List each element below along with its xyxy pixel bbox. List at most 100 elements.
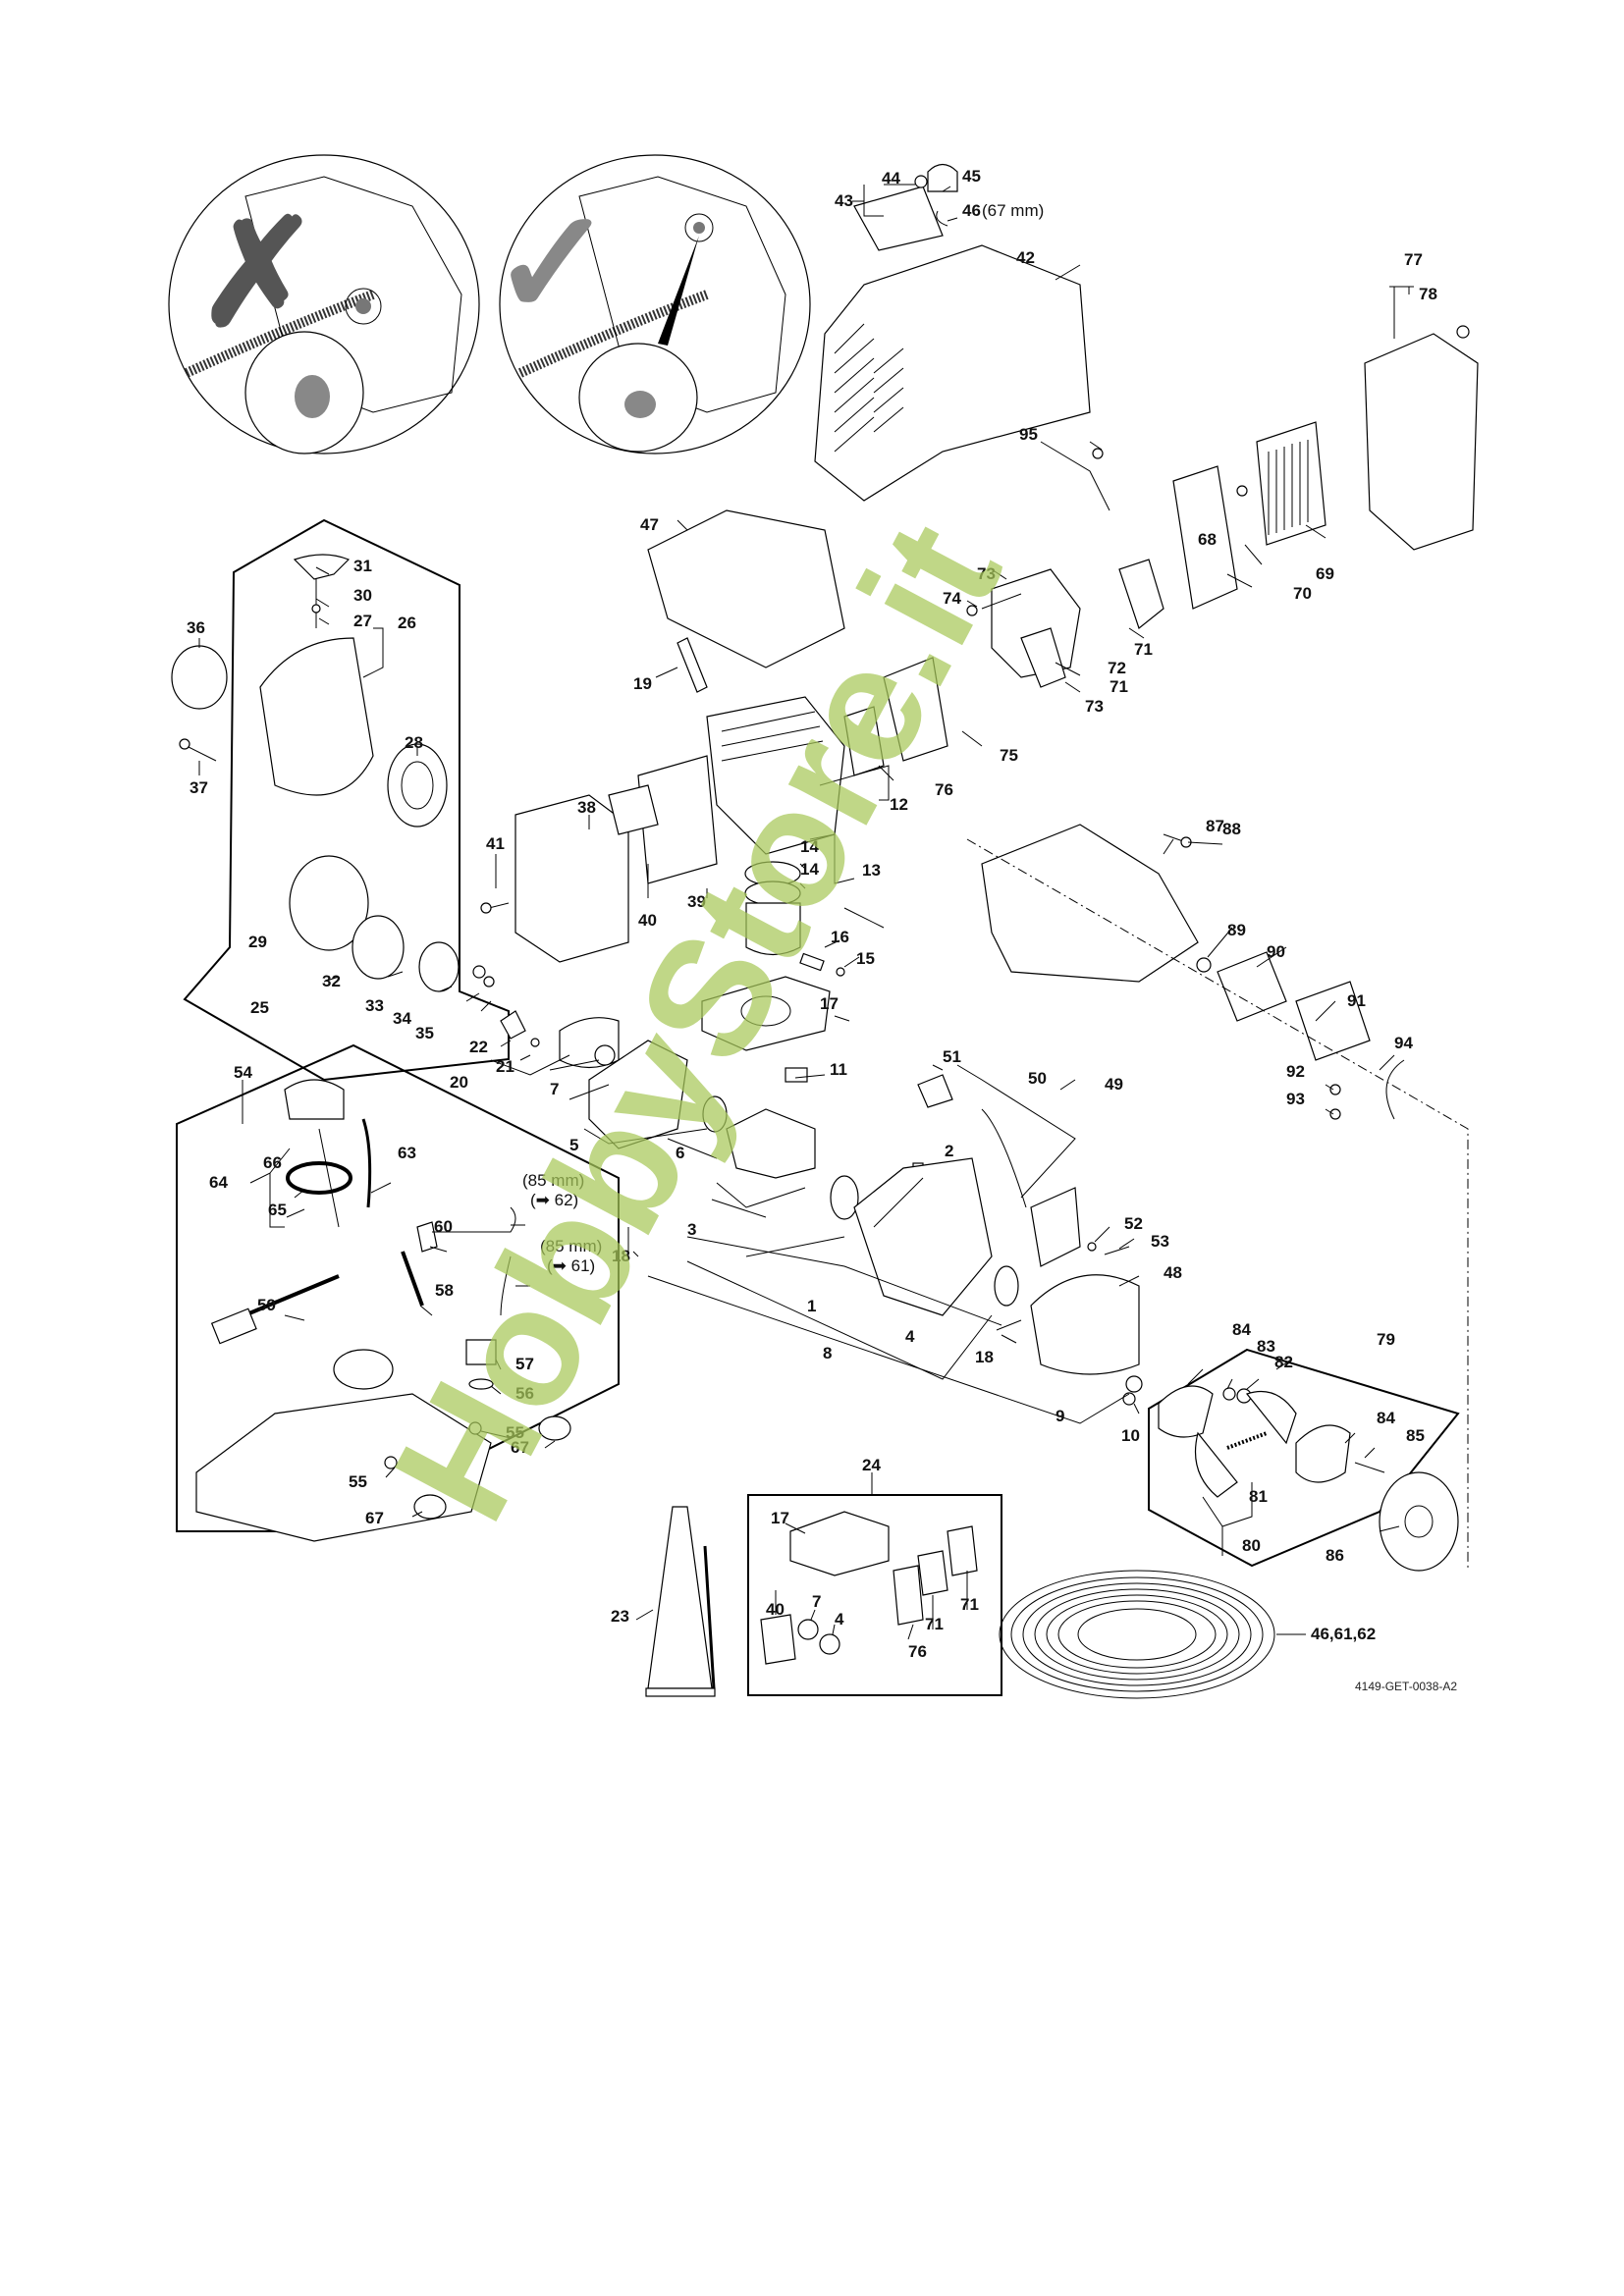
bolt-73-upper (981, 593, 1022, 610)
clutch-shoe-80 (1194, 1431, 1238, 1498)
label-34: 34 (393, 1009, 411, 1028)
nut-21 (530, 1038, 540, 1047)
label-29: 29 (248, 933, 267, 951)
label-53: 53 (1151, 1232, 1169, 1251)
label-59: 59 (257, 1296, 276, 1314)
note-61-ref: (➡ 61) (547, 1256, 595, 1275)
cover-43 (853, 186, 944, 251)
label-73-lower: 73 (1085, 697, 1104, 716)
clip-35 (483, 976, 495, 988)
piston-pin-16 (799, 952, 825, 972)
label-43: 43 (835, 191, 853, 210)
part-labels: 44 43 45 46 (67 mm) 42 77 78 95 68 69 70… (187, 167, 1437, 1661)
label-87: 87 (1206, 817, 1224, 835)
label-89: 89 (1227, 921, 1246, 939)
label-37: 37 (189, 778, 208, 797)
shroud-42 (814, 244, 1091, 502)
clutch-drum-90 (1217, 951, 1287, 1022)
label-80: 80 (1242, 1536, 1261, 1555)
gasket-40 (608, 784, 659, 835)
label-70: 70 (1293, 584, 1312, 603)
fuel-tank-group-box-54 (176, 1043, 620, 1532)
bearing-6 (702, 1095, 728, 1133)
label-14-lower: 14 (800, 860, 819, 879)
washer-74 (966, 605, 978, 616)
bushing-27 (311, 604, 321, 614)
gasket-71-upper (1118, 559, 1164, 630)
gasket-17-kit (789, 1511, 890, 1576)
label-52: 52 (1124, 1214, 1143, 1233)
grease-tube-23 (647, 1506, 713, 1689)
label-76-kit: 76 (908, 1642, 927, 1661)
label-49: 49 (1105, 1075, 1123, 1094)
label-9: 9 (1056, 1407, 1064, 1425)
label-7: 7 (550, 1080, 559, 1098)
label-32: 32 (322, 972, 341, 990)
label-56: 56 (515, 1384, 534, 1403)
label-13: 13 (862, 861, 881, 880)
spark-plug-19 (677, 637, 708, 693)
wiring-95 (1040, 441, 1110, 511)
o-ring-65 (286, 1161, 352, 1195)
seal-56 (468, 1378, 494, 1390)
label-55-right: 55 (506, 1423, 524, 1442)
crankcase-half-1 (853, 1157, 993, 1316)
circlip-89 (1196, 957, 1212, 973)
label-40-kit: 40 (766, 1600, 785, 1619)
label-45: 45 (962, 167, 981, 186)
clutch-plate-84-right (1295, 1424, 1351, 1483)
hose-46 (936, 210, 948, 227)
crankshaft-3 (726, 1108, 816, 1179)
wrong-mark-icon: ✗ (196, 190, 320, 355)
cylinder-gasket-17 (701, 976, 831, 1051)
label-7-kit: 7 (812, 1592, 821, 1611)
label-73-upper: 73 (977, 564, 996, 583)
valve-60 (416, 1221, 438, 1253)
label-1: 1 (807, 1297, 816, 1315)
gasket-76 (843, 706, 885, 776)
label-94: 94 (1394, 1034, 1413, 1052)
gasket-71-kit-b (947, 1525, 978, 1576)
label-71-kit-b: 71 (960, 1595, 979, 1614)
note-62-ref: (➡ 62) (530, 1191, 578, 1209)
label-84-right: 84 (1377, 1409, 1395, 1427)
starter-housing-26 (259, 637, 374, 796)
label-17-kit: 17 (771, 1509, 789, 1527)
grommet-55-left (384, 1456, 398, 1469)
seal-7-kit (797, 1619, 819, 1640)
clip-94 (1385, 1059, 1405, 1120)
label-76: 76 (935, 780, 953, 799)
nut-10 (1122, 1392, 1136, 1406)
fuel-hose-61 (500, 1255, 512, 1316)
correct-mark-icon: ✓ (491, 181, 615, 346)
label-51: 51 (943, 1047, 961, 1066)
grommet-55-right (468, 1421, 482, 1435)
label-27: 27 (353, 612, 372, 630)
label-28: 28 (405, 733, 423, 752)
clutch-group-box-79 (1148, 1348, 1460, 1568)
washer-34 (472, 965, 486, 979)
filter-cover-77 (1364, 333, 1479, 551)
label-26: 26 (398, 614, 416, 632)
fuel-hose-62 (432, 1206, 516, 1233)
label-4: 4 (905, 1327, 915, 1346)
label-50: 50 (1028, 1069, 1047, 1088)
label-22: 22 (469, 1038, 488, 1056)
clutch-shoe-right (1245, 1390, 1297, 1445)
screw-78 (1456, 325, 1470, 339)
label-79: 79 (1377, 1330, 1395, 1349)
label-44: 44 (882, 169, 900, 187)
plate-36 (171, 645, 228, 710)
label-57: 57 (515, 1355, 534, 1373)
label-20: 20 (450, 1073, 468, 1092)
retainer-66 (318, 1128, 340, 1228)
av-buffer-67-right (538, 1415, 571, 1441)
label-30: 30 (353, 586, 372, 605)
assembly-axis-line (966, 838, 1469, 1571)
label-19: 19 (633, 674, 652, 693)
fan-housing-47 (647, 509, 845, 668)
label-82: 82 (1274, 1353, 1293, 1371)
muffler-38 (514, 794, 629, 963)
intake-75 (883, 657, 948, 762)
label-90: 90 (1267, 942, 1285, 961)
